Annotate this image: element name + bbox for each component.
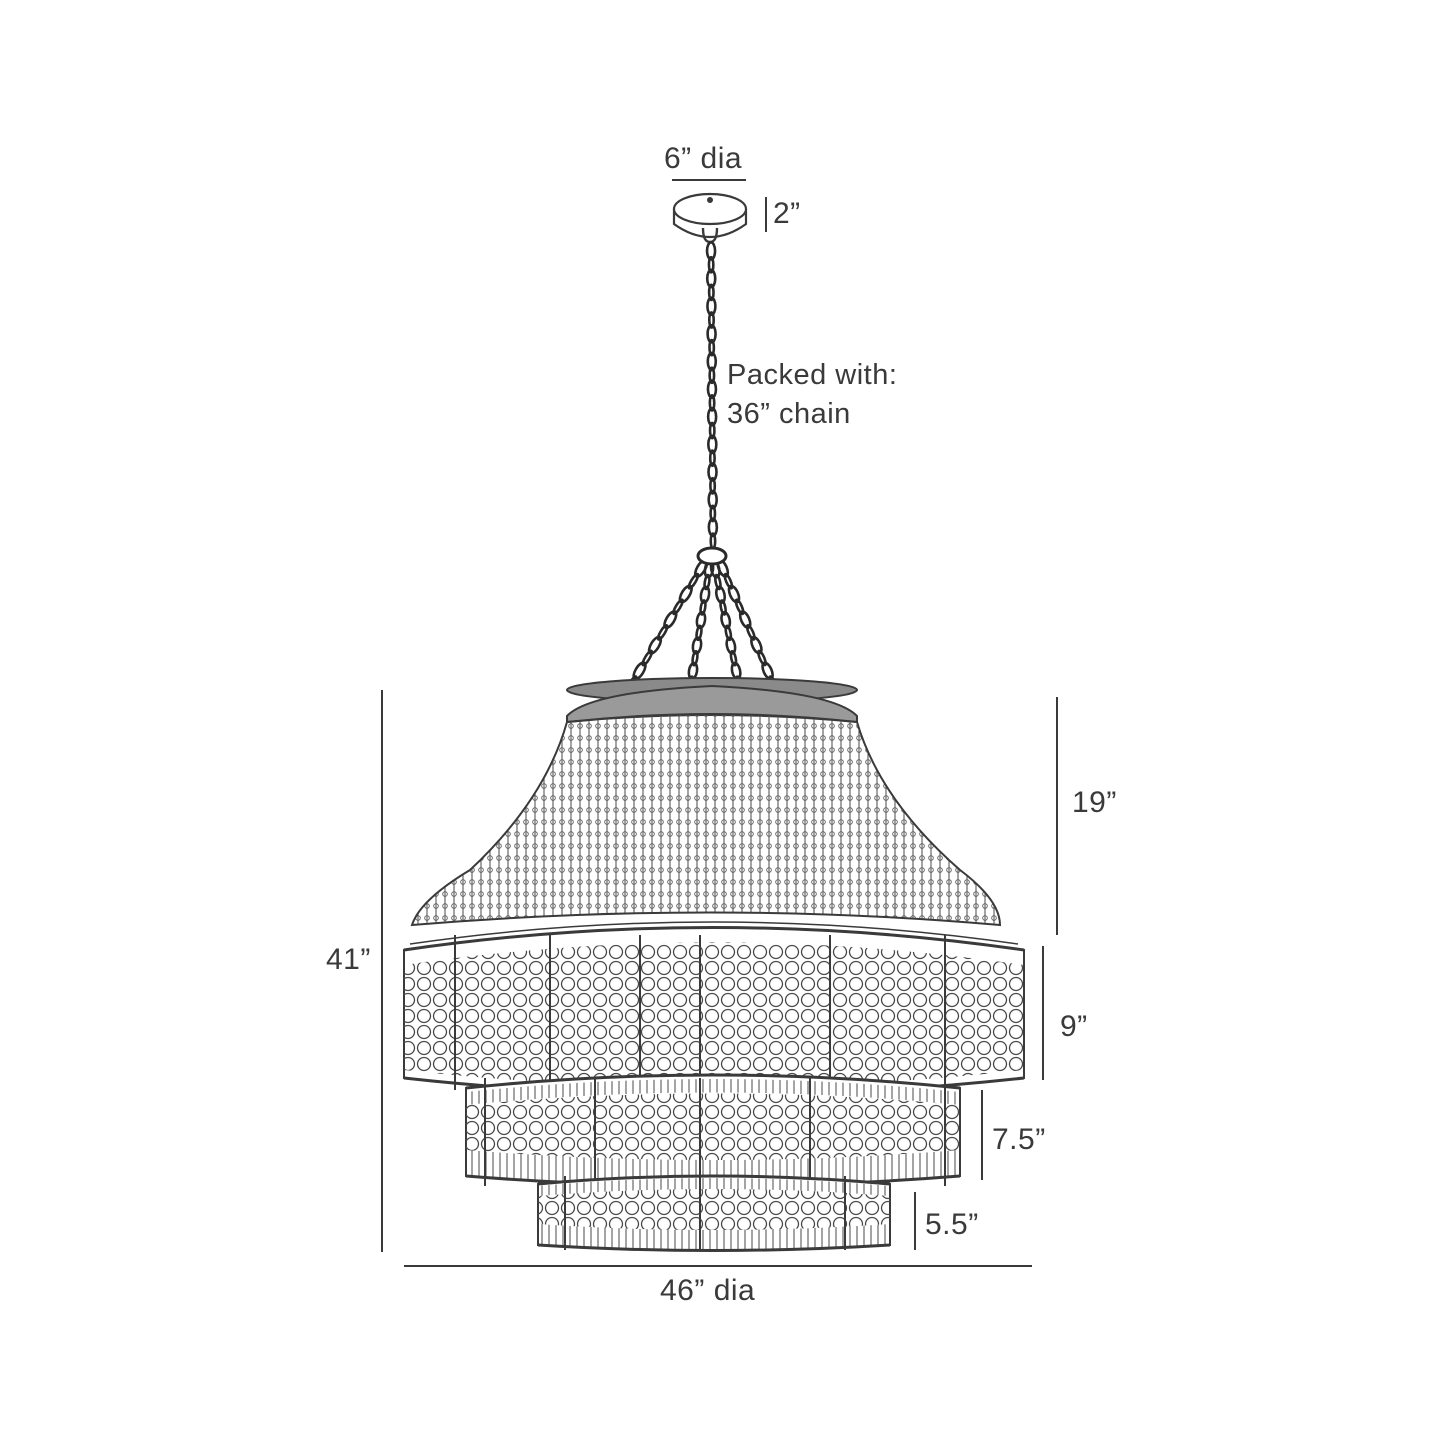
branch-chain-link [687, 572, 700, 590]
tier-3-fringe [538, 1178, 890, 1196]
packing-note: Packed with: 36” chain [727, 356, 897, 434]
tier-2-beads [466, 1093, 960, 1160]
tier-2-posts [484, 1078, 946, 1186]
branch-chain-link [725, 636, 737, 655]
tier-1-beads [404, 942, 1024, 1087]
main-chain-link [707, 462, 718, 482]
branch-chain-link [714, 573, 722, 591]
branch-chain-link [632, 661, 647, 681]
branch-chain-link [641, 649, 654, 667]
tier-1-posts [454, 935, 946, 1090]
branch-chain-link [678, 584, 693, 604]
branch-chains [625, 558, 779, 693]
branch-chain-link [699, 599, 707, 616]
branch-chain-link [672, 598, 684, 616]
branch-chain-link [695, 624, 703, 642]
tier-2-top-rim [465, 1073, 961, 1090]
branch-chain-link [691, 636, 703, 655]
branch-chain-link [719, 599, 727, 616]
tier-1-top-rim [403, 926, 1025, 952]
branch-chain-link [745, 624, 756, 641]
tier-3-height-label: 5.5” [925, 1208, 979, 1241]
tier-3-top-rim [537, 1174, 891, 1186]
shade-top [410, 677, 1002, 927]
branch-chain-link [663, 610, 678, 630]
main-chain-link [708, 421, 716, 440]
branch-chain-link [656, 623, 669, 641]
branch-chain-link [699, 585, 711, 604]
branch-chain-link [724, 624, 733, 642]
main-chain-link [706, 351, 718, 372]
main-chain-link [707, 517, 719, 538]
tier-2 [465, 1073, 961, 1188]
tier-2-fringe [466, 1079, 960, 1105]
main-chain [705, 241, 719, 550]
main-chain-link [708, 366, 716, 385]
main-chain-link [707, 434, 718, 455]
canopy [672, 179, 767, 244]
branch-chain-link [727, 584, 741, 604]
main-chain-link [708, 394, 716, 412]
main-chain-link [706, 296, 717, 317]
branch-chain-link [757, 649, 767, 667]
branch-chain-link [714, 585, 727, 604]
tier-1-height-label: 9” [1060, 1010, 1088, 1043]
branch-chain-link [691, 649, 699, 667]
main-chain-link [709, 504, 717, 523]
tier-3-beads [538, 1189, 890, 1230]
branch-chain-link [647, 635, 663, 655]
main-chain-link [706, 323, 717, 344]
branch-chain-link [703, 573, 711, 591]
main-chain-link [705, 241, 717, 261]
tier-3-bottom-rim [537, 1243, 891, 1252]
main-chain-link [705, 268, 717, 289]
canopy-top [672, 192, 748, 226]
tier-2-fringe-bottom [466, 1150, 960, 1186]
shade-top-height-label: 19” [1072, 786, 1117, 819]
tier-2-height-label: 7.5” [992, 1123, 1046, 1156]
overall-height-label: 41” [326, 943, 371, 976]
packing-note-line-2: 36” chain [727, 398, 851, 430]
main-chain-link [707, 311, 716, 329]
tier-3-fringe-bottom [538, 1224, 890, 1251]
branch-chain-link [723, 572, 734, 590]
main-chain-link [706, 379, 718, 399]
dimension-lines [381, 690, 1058, 1267]
tier-1 [403, 921, 1025, 1097]
chain-hub [696, 546, 728, 566]
main-chain-link [709, 476, 717, 495]
main-chain-link [707, 283, 715, 302]
shade-bell-body [410, 713, 1002, 927]
branch-chain-link [720, 610, 732, 630]
branch-chain-link [729, 649, 738, 667]
overall-diameter-label: 46” dia [660, 1274, 756, 1307]
main-chain-link [708, 449, 716, 468]
branch-chain-link [750, 635, 763, 655]
main-chain-link [707, 489, 718, 510]
branch-chain-link [738, 610, 752, 629]
canopy-height-label: 2” [773, 197, 801, 230]
tier-3-posts [564, 1176, 846, 1250]
branch-chain-link [695, 610, 707, 630]
main-chain-link [708, 338, 716, 357]
main-chain-link [706, 406, 718, 427]
main-chain-link [707, 255, 715, 274]
packing-note-line-1: Packed with: [727, 359, 898, 391]
canopy-screw [707, 197, 713, 203]
tier-1-top-rim-inner [409, 921, 1019, 945]
tier-3 [537, 1174, 891, 1252]
canopy-diameter-label: 6” dia [664, 142, 743, 175]
branch-chain-link [734, 598, 745, 616]
